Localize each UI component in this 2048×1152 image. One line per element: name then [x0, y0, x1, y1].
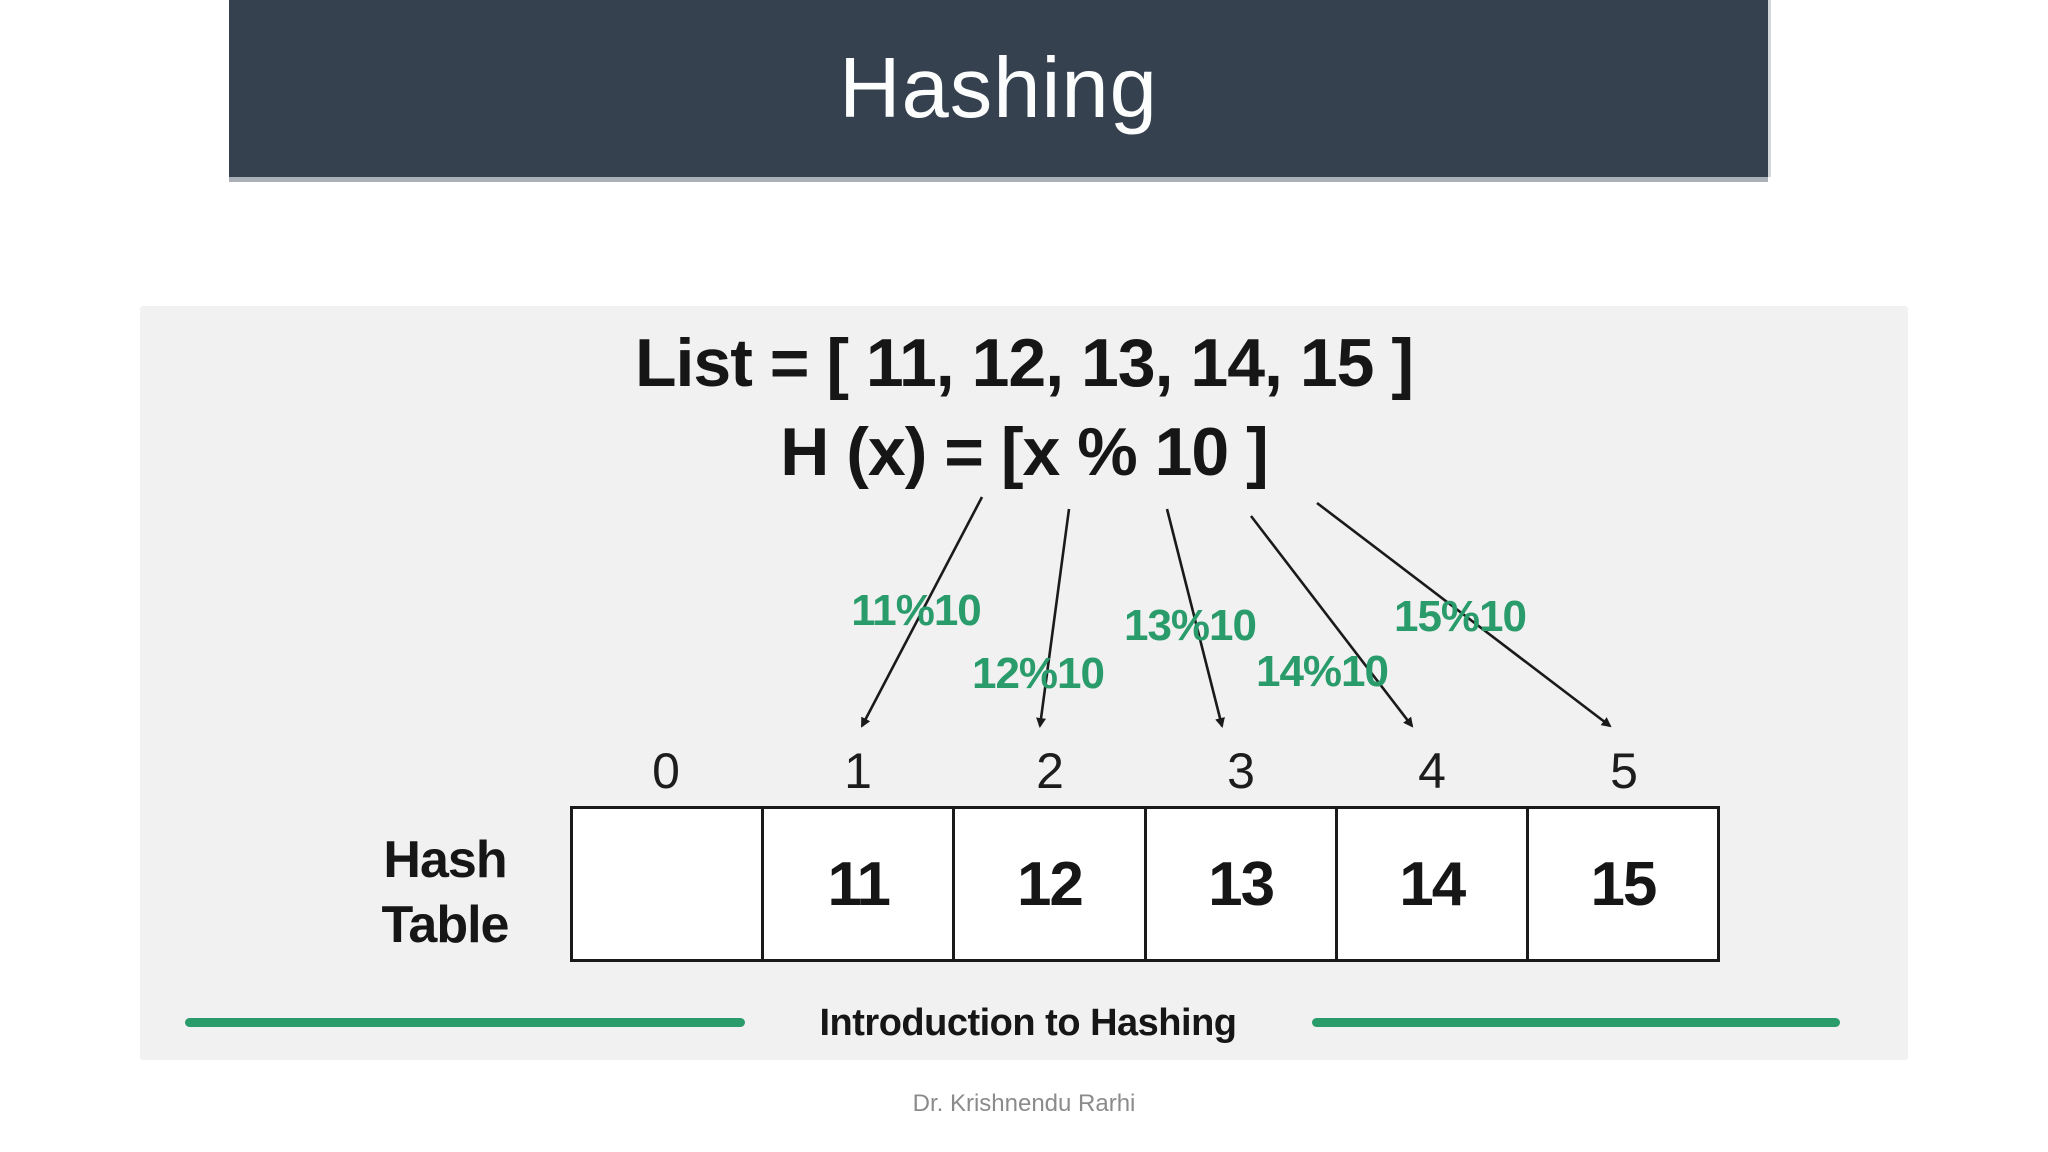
mod-label-13: 13%10 [1123, 601, 1257, 650]
mod-label-12: 12%10 [971, 649, 1105, 698]
author-credit: Dr. Krishnendu Rarhi [912, 1090, 1136, 1117]
index-label-3: 3 [1227, 743, 1255, 799]
hash-cell-0 [573, 809, 765, 959]
title-banner: Hashing [229, 0, 1768, 177]
index-label-5: 5 [1610, 743, 1638, 799]
caption-rule-left [185, 1018, 745, 1027]
mod-label-14: 14%10 [1255, 647, 1389, 696]
hash-cell-3: 13 [1147, 809, 1338, 959]
hash-cell-5: 15 [1590, 849, 1657, 919]
hash-table: 11 12 13 14 15 [570, 806, 1720, 962]
hashing-diagram-panel: List = [ 11, 12, 13, 14, 15 ] H (x) = [x… [140, 306, 1908, 1060]
caption-rule-right [1312, 1018, 1840, 1027]
hash-function-formula: H (x) = [x % 10 ] [780, 414, 1269, 490]
index-label-4: 4 [1418, 743, 1446, 799]
hash-cell-2: 12 [955, 809, 1147, 959]
hash-table-label: Hash Table [335, 828, 555, 958]
slide-title: Hashing [839, 40, 1158, 136]
index-label-2: 2 [1036, 743, 1064, 799]
list-formula: List = [ 11, 12, 13, 14, 15 ] [634, 325, 1414, 401]
hash-table-label-line1: Hash [383, 831, 507, 889]
caption-text: Introduction to Hashing [819, 1002, 1237, 1044]
hash-cell-4: 14 [1338, 809, 1529, 959]
hash-cell-1: 11 [764, 809, 956, 959]
mod-label-11: 11%10 [851, 586, 982, 635]
index-label-0: 0 [652, 743, 680, 799]
mod-label-15: 15%10 [1393, 592, 1527, 641]
hash-table-label-line2: Table [381, 896, 510, 954]
index-label-1: 1 [844, 743, 872, 799]
